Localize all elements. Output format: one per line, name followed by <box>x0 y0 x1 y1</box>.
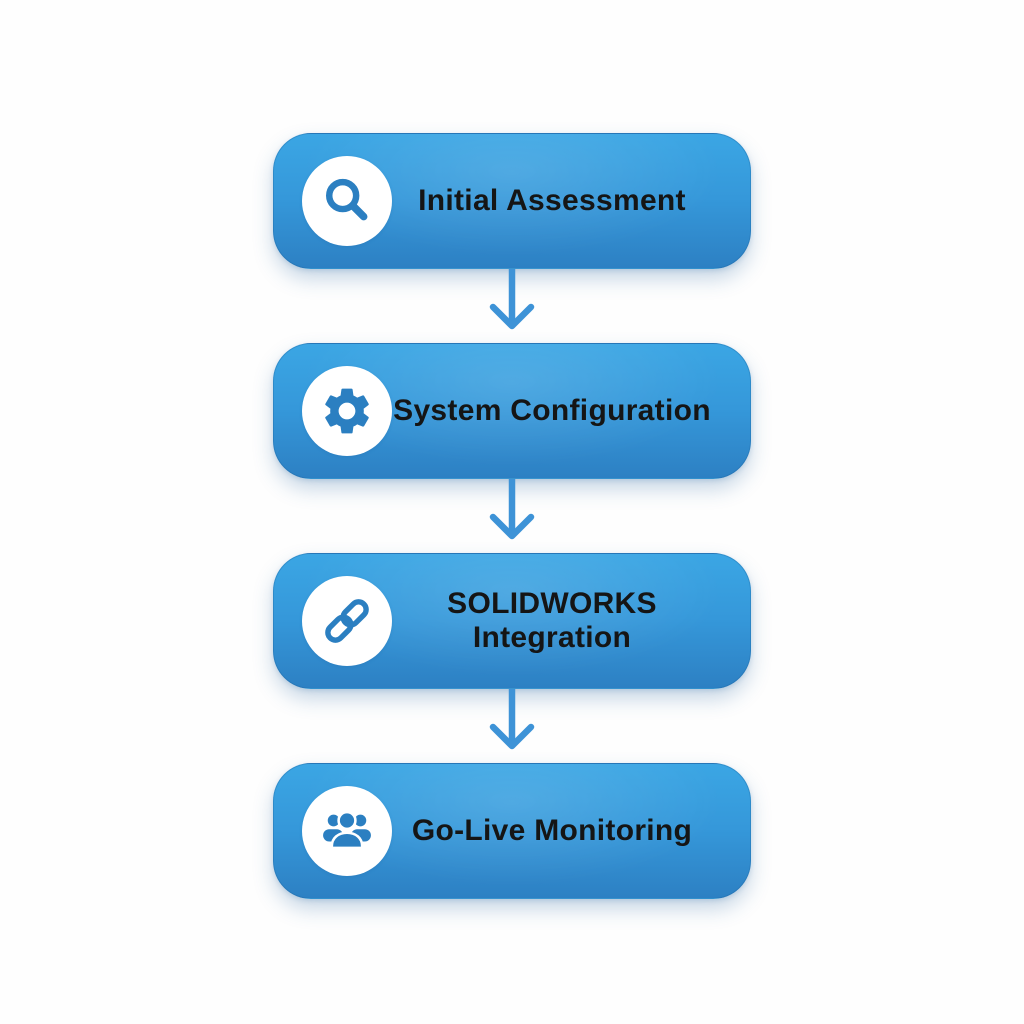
down-arrow-icon <box>484 479 540 553</box>
step-label: Initial Assessment <box>418 184 686 217</box>
step-label: Go-Live Monitoring <box>411 814 693 847</box>
connector-arrow-1 <box>484 269 540 343</box>
connector-arrow-3 <box>484 689 540 763</box>
gear-icon <box>319 383 375 439</box>
link-icon <box>319 593 375 649</box>
step-go-live-monitoring: Go-Live Monitoring <box>273 763 751 899</box>
step-system-configuration: System Configuration <box>273 343 751 479</box>
search-icon <box>319 173 375 229</box>
down-arrow-icon <box>484 269 540 343</box>
users-icon <box>319 803 375 859</box>
step-initial-assessment: Initial Assessment <box>273 133 751 269</box>
icon-circle <box>302 366 392 456</box>
connector-arrow-2 <box>484 479 540 553</box>
step-label: SOLIDWORKS Integration <box>447 587 657 654</box>
icon-circle <box>302 156 392 246</box>
icon-circle <box>302 786 392 876</box>
step-label: System Configuration <box>393 394 711 427</box>
down-arrow-icon <box>484 689 540 763</box>
step-solidworks-integration: SOLIDWORKS Integration <box>273 553 751 689</box>
flowchart: Initial Assessment System Configuration <box>273 0 751 899</box>
icon-circle <box>302 576 392 666</box>
